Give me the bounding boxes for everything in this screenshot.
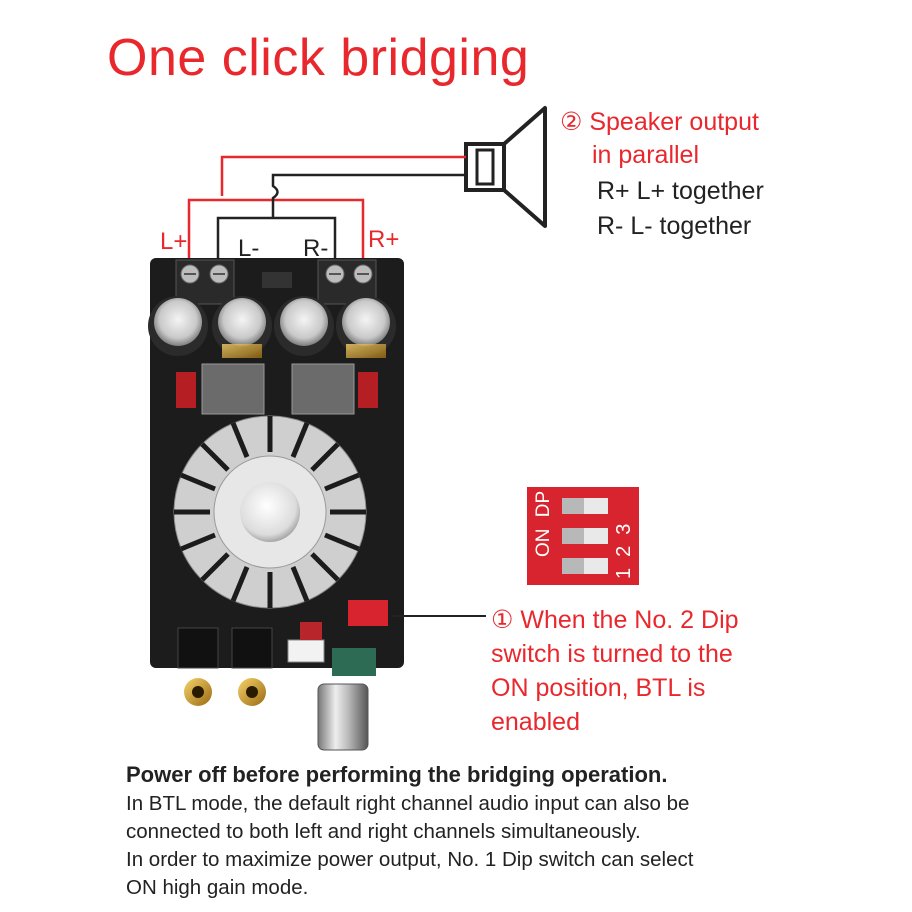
inductors	[176, 363, 378, 415]
dip-callout: ① When the No. 2 Dip switch is turned to…	[491, 603, 739, 739]
label-r-minus: R-	[303, 235, 329, 262]
dip-dp-label: DP	[533, 490, 554, 518]
volume-knob	[317, 648, 376, 751]
rca-jacks	[177, 622, 325, 706]
dip-number-3: 3	[613, 512, 635, 535]
dip-switch-enlarged	[527, 487, 639, 585]
dip-callout-line2: switch is turned to the	[491, 640, 733, 668]
speaker-icon	[464, 106, 547, 228]
screw-terminals	[175, 259, 377, 305]
footer-line-4: ON high gain mode.	[126, 876, 309, 899]
page-title: One click bridging	[107, 29, 530, 87]
speaker-note-line3: R+ L+ together	[597, 177, 764, 205]
dip-callout-line3: ON position, BTL is	[491, 674, 706, 702]
amplifier-board	[148, 258, 404, 751]
dip-switch-labels: ON DP 123	[527, 487, 639, 585]
label-l-minus: L-	[238, 235, 260, 262]
speaker-note-line1: ② Speaker output	[560, 108, 759, 136]
footer-line-3: In order to maximize power output, No. 1…	[126, 848, 694, 871]
dip-number-1: 1	[613, 556, 635, 579]
dip-number-2: 2	[613, 534, 635, 557]
dip-callout-line1: ① When the No. 2 Dip	[491, 606, 739, 634]
heatsink	[173, 415, 367, 609]
speaker-note-line4: R- L- together	[597, 212, 752, 240]
footer-line-2: connected to both left and right channel…	[126, 820, 641, 843]
negative-wires	[216, 173, 466, 265]
footer-heading: Power off before performing the bridging…	[126, 762, 668, 787]
label-r-plus: R+	[368, 226, 400, 253]
speaker-note-line2: in parallel	[592, 141, 700, 169]
label-l-plus: L+	[160, 228, 188, 255]
footer-line-1: In BTL mode, the default right channel a…	[126, 792, 690, 815]
speaker-note: ② Speaker output in parallel R+ L+ toget…	[560, 106, 764, 243]
footer-notes: Power off before performing the bridging…	[126, 760, 886, 902]
dip-callout-line4: enabled	[491, 708, 580, 736]
positive-wires	[187, 155, 466, 265]
capacitors	[148, 296, 396, 358]
dip-on-label: ON	[533, 528, 554, 558]
